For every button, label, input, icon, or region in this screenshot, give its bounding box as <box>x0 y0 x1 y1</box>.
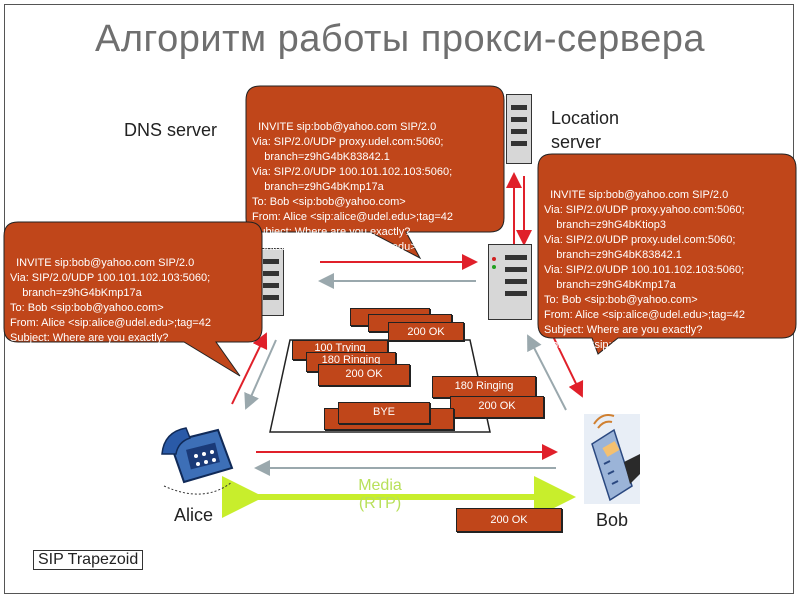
dns-server-label: DNS server <box>124 120 218 140</box>
media-label-line1: Media <box>358 477 402 494</box>
cellphone-icon <box>584 414 640 504</box>
invite-message-left: INVITE sip:bob@yahoo.com SIP/2.0 Via: SI… <box>3 221 263 377</box>
invite-message-right: INVITE sip:bob@yahoo.com SIP/2.0 Via: SI… <box>537 153 797 355</box>
message-200-ok-bottom: 200 OK <box>456 508 562 532</box>
arrow-proxy-to-alice <box>244 339 277 410</box>
arrow-bob-to-proxy <box>527 334 567 411</box>
invite-message-center: INVITE sip:bob@yahoo.com SIP/2.0 Via: SI… <box>245 85 505 260</box>
alice-label: Alice <box>174 505 214 525</box>
media-label-line2: (RTP) <box>358 495 402 512</box>
location-server-icon <box>506 94 532 164</box>
message-200-ok-mid: 200 OK <box>318 364 410 386</box>
telephone-icon <box>161 427 234 495</box>
arrow-proxy-to-bob <box>549 329 584 398</box>
media-label: Media (RTP) <box>340 477 420 513</box>
message-bye: BYE <box>338 402 430 424</box>
location-server-label-line2: server <box>551 132 602 152</box>
message-200-ok-top: 200 OK <box>388 322 464 341</box>
invite-message-center-text: INVITE sip:bob@yahoo.com SIP/2.0 Via: SI… <box>252 121 454 253</box>
proxy-server-icon <box>488 244 532 320</box>
sip-trapezoid-caption: SIP Trapezoid <box>33 550 144 570</box>
message-180-ringing-right: 180 Ringing <box>432 376 536 398</box>
invite-message-right-text: INVITE sip:bob@yahoo.com SIP/2.0 Via: SI… <box>544 189 746 351</box>
invite-message-left-text: INVITE sip:bob@yahoo.com SIP/2.0 Via: SI… <box>10 257 212 359</box>
message-200-ok-right: 200 OK <box>450 396 544 418</box>
location-server-label-line1: Location <box>551 108 620 128</box>
slide-title: Алгоритм работы прокси-сервера <box>95 18 705 60</box>
bob-label: Bob <box>596 510 629 530</box>
arrow-alice-to-proxy <box>231 332 268 405</box>
